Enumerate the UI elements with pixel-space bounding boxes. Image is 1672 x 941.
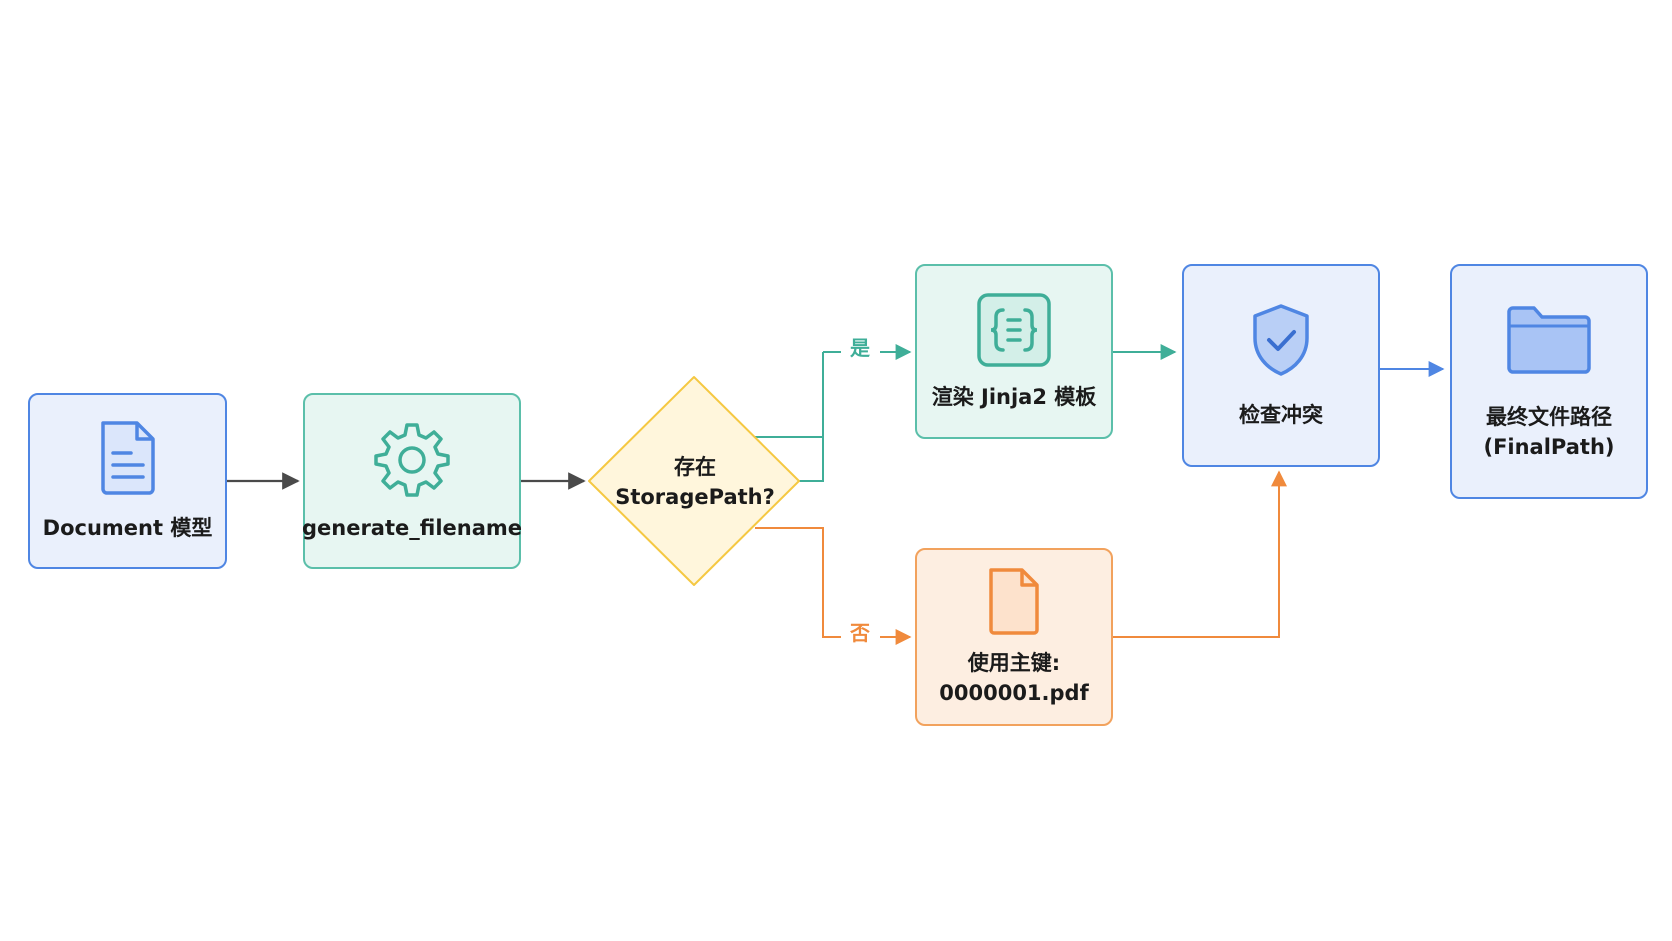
node-decision[interactable]: 存在 StoragePath? [595, 442, 795, 522]
node-primary-key-line1: 使用主键: [967, 651, 1061, 675]
node-final-path-line1: 最终文件路径 [1486, 404, 1612, 429]
node-render-template[interactable]: 渲染 Jinja2 模板 [915, 264, 1113, 439]
edge-decision-to-render-lower [790, 437, 824, 482]
node-document[interactable]: Document 模型 [28, 393, 227, 569]
edge-primary-key-to-check [1113, 470, 1287, 638]
edge-label-yes: 是 [847, 336, 873, 360]
node-check-conflict-label: 检查冲突 [1239, 402, 1323, 427]
node-check-conflict[interactable]: 检查冲突 [1182, 264, 1380, 467]
shield-check-icon [1253, 303, 1309, 376]
node-decision-line1: 存在 [674, 455, 716, 479]
node-decision-line2: StoragePath? [615, 485, 775, 509]
gear-icon [374, 423, 450, 497]
node-primary-key-line2: 0000001.pdf [939, 681, 1089, 705]
node-generate-filename[interactable]: generate_filename [301, 393, 523, 569]
node-primary-key[interactable]: 使用主键: 0000001.pdf [915, 548, 1113, 726]
node-render-template-label: 渲染 Jinja2 模板 [931, 384, 1097, 409]
edge-decision-to-primary-key [755, 527, 841, 638]
folder-icon [1507, 305, 1591, 374]
node-final-path-line2: (FinalPath) [1483, 434, 1615, 459]
edge-label-no: 否 [847, 621, 873, 645]
node-document-label: Document 模型 [42, 516, 213, 540]
file-icon [989, 568, 1039, 635]
decision-diamond [588, 376, 800, 586]
document-icon [100, 421, 155, 495]
node-generate-filename-label: generate_filename [301, 516, 523, 540]
code-braces-icon [977, 292, 1051, 367]
edge-decision-to-render-upper [755, 352, 824, 438]
node-final-path[interactable]: 最终文件路径 (FinalPath) [1450, 264, 1648, 499]
